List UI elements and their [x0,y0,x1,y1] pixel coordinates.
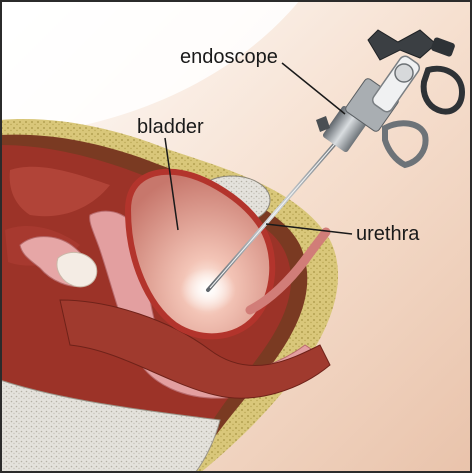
urethra-label: urethra [356,224,419,244]
bladder-label: bladder [137,117,204,137]
endoscope-label: endoscope [180,47,278,67]
